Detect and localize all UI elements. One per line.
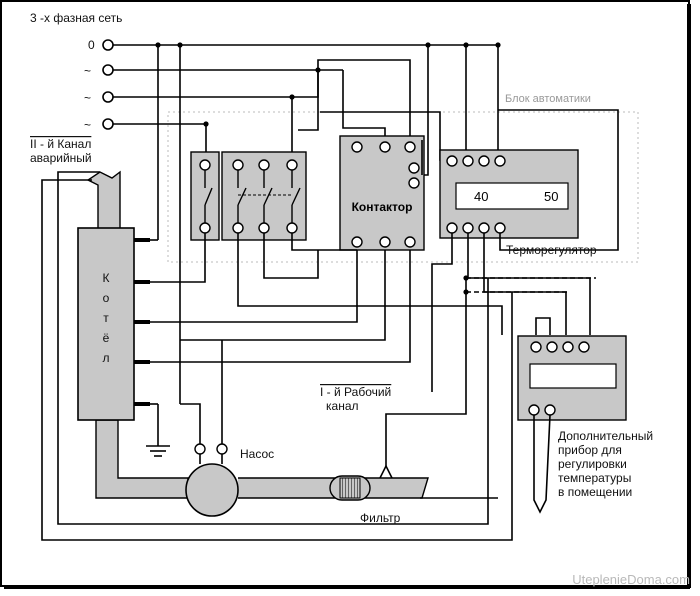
extra-device-line-4: температуры: [558, 471, 631, 485]
contactor-label: Контактор: [352, 200, 413, 214]
pump-label: Насос: [240, 447, 274, 461]
network-title: 3 -х фазная сеть: [30, 11, 122, 25]
return-pipe-middle: [238, 477, 339, 499]
return-pipe-left: [95, 419, 189, 499]
thermoregulator-label: Терморегулятор: [506, 243, 597, 257]
terminal-label-zero: 0: [88, 38, 95, 52]
boiler-letter-4: ё: [103, 331, 110, 345]
terminal-label-phase-2: ~: [84, 91, 91, 105]
contactor: Контактор: [339, 135, 425, 251]
working-channel-line-2: канал: [326, 399, 359, 413]
sensor-dashed-lines: [466, 277, 596, 293]
display-value-right: 50: [544, 189, 558, 204]
boiler-terminals: [134, 238, 150, 406]
terminal-label-phase-1: ~: [84, 64, 91, 78]
thermo-display: [455, 182, 569, 210]
display-value-left: 40: [474, 189, 488, 204]
extra-device-line-3: регулировки: [558, 457, 627, 471]
emergency-channel-line-1: II - й Канал: [30, 137, 91, 151]
switch-single: [190, 151, 220, 241]
extra-device-line-1: Дополнительный: [558, 429, 653, 443]
filter: [329, 475, 371, 501]
thermoregulator: 40 50: [439, 149, 579, 239]
filter-label: Фильтр: [360, 511, 401, 525]
extra-device: [517, 335, 627, 514]
pump: [185, 340, 239, 517]
return-pipe-right: [364, 477, 429, 499]
boiler-letter-2: о: [103, 291, 110, 305]
working-channel-line-1: I - й Рабочий: [320, 385, 391, 399]
working-sensor: [379, 278, 467, 479]
boiler-letter-5: л: [102, 351, 109, 365]
automation-block-label: Блок автоматики: [505, 93, 591, 105]
boiler-letter-1: К: [103, 271, 110, 285]
extra-device-line-5: в помещении: [558, 485, 632, 499]
boiler: [77, 227, 135, 421]
return-wires: [41, 171, 513, 541]
boiler-letter-3: т: [103, 311, 109, 325]
extra-device-line-2: прибор для: [558, 443, 622, 457]
switch-three-pole: [221, 151, 307, 241]
network-terminals: [102, 39, 114, 130]
terminal-label-phase-3: ~: [84, 118, 91, 132]
watermark: UteplenieDoma.com: [572, 572, 690, 587]
ground-symbol: [146, 403, 170, 457]
lower-wires: [150, 109, 619, 392]
emergency-channel-line-2: аварийный: [30, 151, 92, 165]
emergency-pipe: [86, 170, 121, 228]
